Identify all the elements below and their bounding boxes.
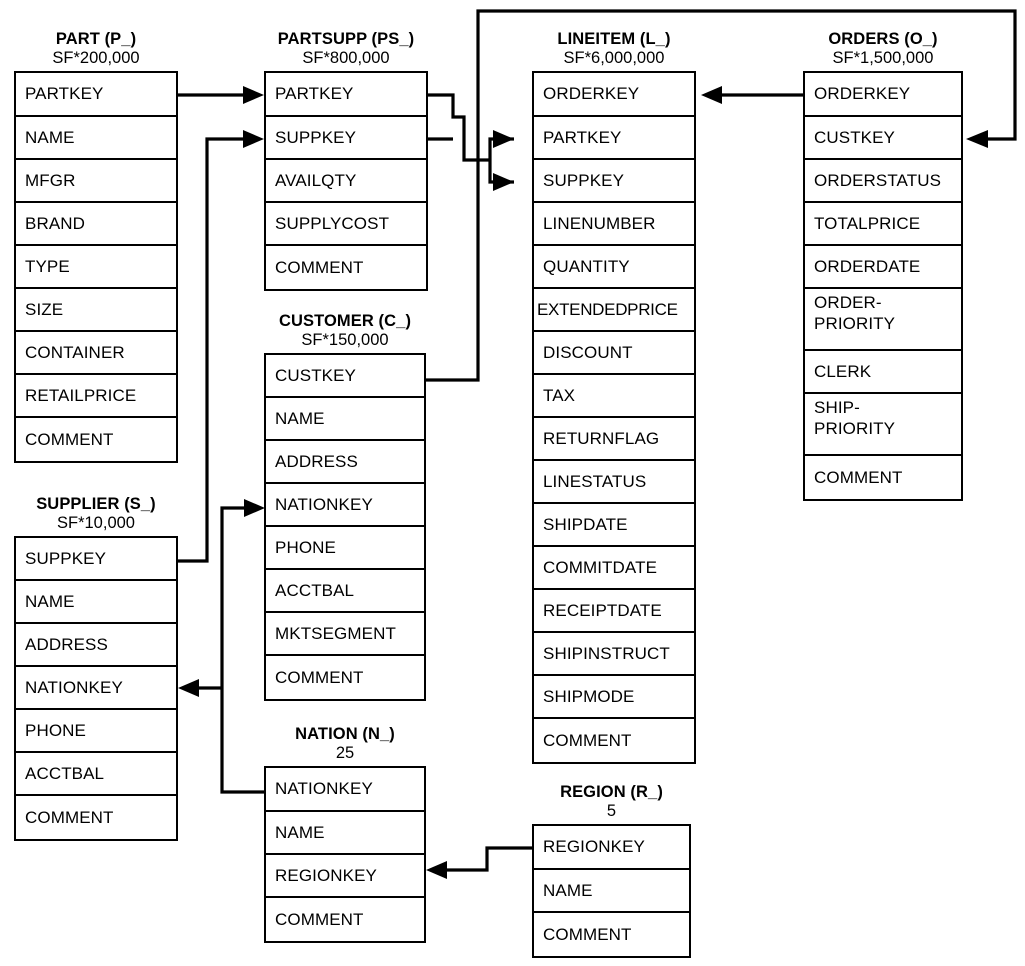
attribute-row: TYPE <box>16 246 176 289</box>
entity-region-box: REGIONKEY NAME COMMENT <box>532 824 691 958</box>
attribute-row: MFGR <box>16 160 176 203</box>
attribute-row: QUANTITY <box>534 246 694 289</box>
entity-orders-title: ORDERS (O_) <box>828 30 938 48</box>
entity-customer: CUSTOMER (C_) SF*150,000 CUSTKEY NAME AD… <box>264 312 426 701</box>
attribute-row: NATIONKEY <box>266 768 424 812</box>
entity-orders-box: ORDERKEY CUSTKEY ORDERSTATUS TOTALPRICE … <box>803 71 963 501</box>
attribute-row: CUSTKEY <box>266 355 424 398</box>
entity-nation-box: NATIONKEY NAME REGIONKEY COMMENT <box>264 766 426 943</box>
attribute-row: COMMENT <box>25 429 114 449</box>
attribute-row: DISCOUNT <box>534 332 694 375</box>
attribute-row: TOTALPRICE <box>805 203 961 246</box>
entity-partsupp-cardinality: SF*800,000 <box>302 49 390 67</box>
entity-region-cardinality: 5 <box>606 802 617 820</box>
attribute-row: NATIONKEY <box>266 484 424 527</box>
attribute-row: RETAILPRICE <box>16 375 176 418</box>
attribute-row: MKTSEGMENT <box>266 613 424 656</box>
attribute-row: SUPPKEY <box>266 117 426 160</box>
attribute-row: PHONE <box>16 710 176 753</box>
attribute-row: CUSTKEY <box>805 117 961 160</box>
attribute-row: ACCTBAL <box>266 570 424 613</box>
entity-customer-cardinality: SF*150,000 <box>301 331 389 349</box>
entity-supplier-box: SUPPKEY NAME ADDRESS NATIONKEY PHONE ACC… <box>14 536 178 841</box>
attribute-row: SHIPMODE <box>534 676 694 719</box>
attribute-row: COMMENT <box>25 807 114 827</box>
attribute-row: SUPPKEY <box>534 160 694 203</box>
attribute-row: EXTENDEDPRICE <box>534 289 694 332</box>
attribute-row: ACCTBAL <box>16 753 176 796</box>
attribute-row: SUPPKEY <box>16 538 176 581</box>
attribute-row: NAME <box>266 398 424 441</box>
attribute-row: ORDERKEY <box>805 73 961 117</box>
link-part-partkey-to-partsupp-partkey <box>178 86 264 104</box>
entity-lineitem: LINEITEM (L_) SF*6,000,000 ORDERKEY PART… <box>532 30 696 764</box>
entity-lineitem-box: ORDERKEY PARTKEY SUPPKEY LINENUMBER QUAN… <box>532 71 696 764</box>
attribute-row: COMMENT <box>543 924 632 944</box>
attribute-row: SUPPLYCOST <box>266 203 426 246</box>
attribute-row: COMMENT <box>814 467 903 487</box>
attribute-row: COMMENT <box>275 257 364 277</box>
link-orders-orderkey-to-lineitem-orderkey <box>701 86 803 104</box>
attribute-row: LINESTATUS <box>534 461 694 504</box>
attribute-row: ORDERKEY <box>534 73 694 117</box>
attribute-row: RETURNFLAG <box>534 418 694 461</box>
entity-part-cardinality: SF*200,000 <box>52 49 140 67</box>
entity-part: PART (P_) SF*200,000 PARTKEY NAME MFGR B… <box>14 30 178 463</box>
attribute-row: NAME <box>534 870 689 913</box>
entity-supplier: SUPPLIER (S_) SF*10,000 SUPPKEY NAME ADD… <box>14 495 178 841</box>
entity-supplier-cardinality: SF*10,000 <box>57 514 135 532</box>
entity-partsupp: PARTSUPP (PS_) SF*800,000 PARTKEY SUPPKE… <box>264 30 428 291</box>
attribute-row: ORDERDATE <box>805 246 961 289</box>
attribute-row: ORDERSTATUS <box>805 160 961 203</box>
attribute-row: PARTKEY <box>534 117 694 160</box>
entity-part-box: PARTKEY NAME MFGR BRAND TYPE SIZE CONTAI… <box>14 71 178 463</box>
attribute-row: NAME <box>16 117 176 160</box>
entity-partsupp-title: PARTSUPP (PS_) <box>277 30 415 48</box>
link-partsupp-to-lineitem <box>428 93 514 191</box>
entity-orders: ORDERS (O_) SF*1,500,000 ORDERKEY CUSTKE… <box>803 30 963 501</box>
attribute-row: NAME <box>16 581 176 624</box>
link-supplier-suppkey-to-partsupp-suppkey <box>178 130 264 563</box>
attribute-row: ORDER-PRIORITY <box>805 289 961 351</box>
entity-orders-cardinality: SF*1,500,000 <box>832 49 934 67</box>
attribute-row: REGIONKEY <box>266 855 424 898</box>
attribute-row: COMMENT <box>275 667 364 687</box>
attribute-row: ADDRESS <box>16 624 176 667</box>
attribute-row: REGIONKEY <box>534 826 689 870</box>
attribute-row: RECEIPTDATE <box>534 590 694 633</box>
attribute-row: PARTKEY <box>266 73 426 117</box>
attribute-row: ADDRESS <box>266 441 424 484</box>
entity-supplier-title: SUPPLIER (S_) <box>36 495 156 513</box>
attribute-row: PARTKEY <box>16 73 176 117</box>
attribute-row: SHIPINSTRUCT <box>534 633 694 676</box>
attribute-row: SIZE <box>16 289 176 332</box>
attribute-row: LINENUMBER <box>534 203 694 246</box>
attribute-row: CLERK <box>805 351 961 394</box>
entity-partsupp-box: PARTKEY SUPPKEY AVAILQTY SUPPLYCOST COMM… <box>264 71 428 291</box>
attribute-row: AVAILQTY <box>266 160 426 203</box>
entity-nation: NATION (N_) 25 NATIONKEY NAME REGIONKEY … <box>264 725 426 943</box>
entity-lineitem-title: LINEITEM (L_) <box>557 30 671 48</box>
entity-part-title: PART (P_) <box>55 30 137 48</box>
attribute-row: BRAND <box>16 203 176 246</box>
link-region-regionkey-to-nation-regionkey <box>426 846 532 879</box>
attribute-row: SHIPDATE <box>534 504 694 547</box>
attribute-row: TAX <box>534 375 694 418</box>
entity-nation-cardinality: 25 <box>335 744 355 762</box>
attribute-row: SHIP-PRIORITY <box>805 394 961 456</box>
entity-region-title: REGION (R_) <box>560 783 663 801</box>
attribute-row: PHONE <box>266 527 424 570</box>
link-nation-nationkey-to-customer-and-supplier <box>178 499 265 794</box>
entity-nation-title: NATION (N_) <box>295 725 395 743</box>
attribute-row: NATIONKEY <box>16 667 176 710</box>
attribute-row: COMMENT <box>543 730 632 750</box>
attribute-row: COMMITDATE <box>534 547 694 590</box>
attribute-row: COMMENT <box>275 909 364 929</box>
attribute-row: NAME <box>266 812 424 855</box>
entity-region: REGION (R_) 5 REGIONKEY NAME COMMENT <box>532 783 691 958</box>
attribute-row: CONTAINER <box>16 332 176 375</box>
entity-customer-box: CUSTKEY NAME ADDRESS NATIONKEY PHONE ACC… <box>264 353 426 701</box>
entity-lineitem-cardinality: SF*6,000,000 <box>563 49 665 67</box>
entity-customer-title: CUSTOMER (C_) <box>278 312 412 330</box>
